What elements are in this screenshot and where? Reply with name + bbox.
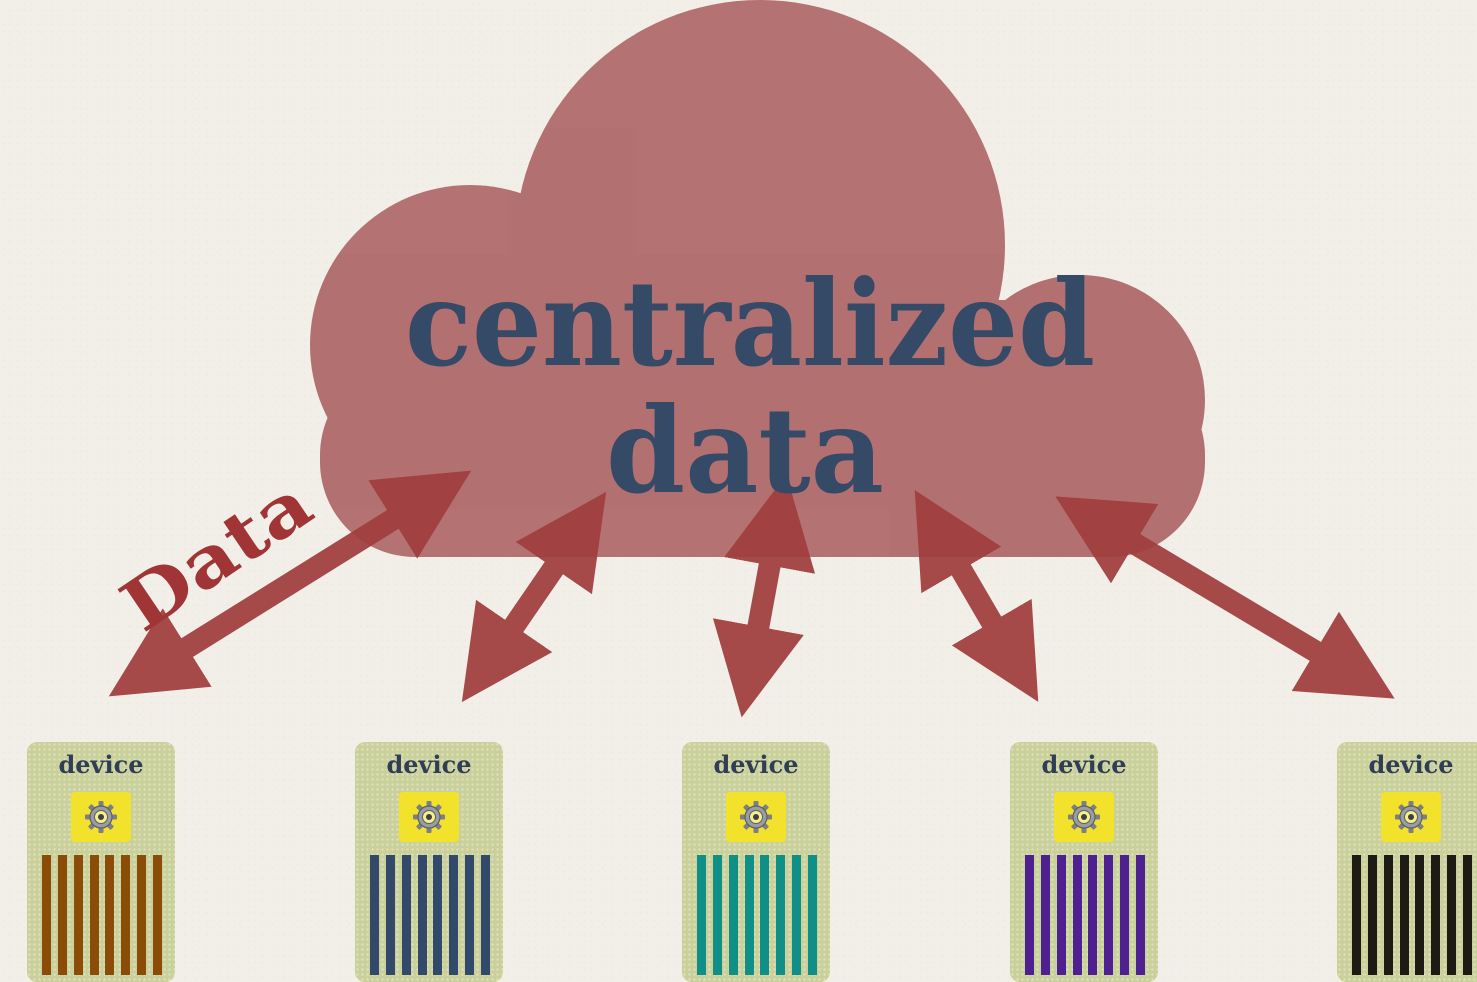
arrow-device-2: [461, 491, 607, 703]
barcode-bar: [792, 855, 802, 975]
barcode-bar: [712, 855, 722, 975]
barcode-bar: [1399, 855, 1409, 975]
cloud-title-line1: centralized: [405, 254, 1095, 393]
device-chip: [1381, 792, 1441, 842]
arrow-device-1: [108, 470, 472, 697]
device-card-2: device: [355, 742, 503, 982]
device-card-5: device: [1337, 742, 1477, 982]
barcode-bar: [1104, 855, 1114, 975]
barcode-bar: [401, 855, 411, 975]
barcode-bar: [1040, 855, 1050, 975]
barcode-bar: [1383, 855, 1393, 975]
barcode-bar: [776, 855, 786, 975]
barcode-bar: [42, 855, 51, 975]
barcode-bar: [385, 855, 395, 975]
barcode-bar: [480, 855, 490, 975]
device-barcode: [42, 855, 162, 975]
barcode-bar: [370, 855, 379, 975]
device-label: device: [1041, 750, 1127, 779]
barcode-bar: [73, 855, 83, 975]
barcode-bar: [121, 855, 131, 975]
device-label: device: [58, 750, 144, 779]
barcode-bar: [1352, 855, 1361, 975]
barcode-bar: [1120, 855, 1130, 975]
barcode-bar: [697, 855, 706, 975]
barcode-bar: [1367, 855, 1377, 975]
barcode-bar: [433, 855, 443, 975]
device-barcode: [1025, 855, 1145, 975]
barcode-bar: [1462, 855, 1472, 975]
arrow-device-3: [712, 474, 816, 718]
barcode-bar: [57, 855, 67, 975]
barcode-bar: [1431, 855, 1441, 975]
device-chip: [726, 792, 786, 842]
arrow-device-4: [914, 490, 1039, 702]
barcode-bar: [105, 855, 115, 975]
barcode-bar: [760, 855, 770, 975]
arrow-device-5: [1055, 496, 1395, 699]
device-label: device: [386, 750, 472, 779]
device-chip: [1054, 792, 1114, 842]
barcode-bar: [728, 855, 738, 975]
barcode-bar: [1415, 855, 1425, 975]
device-barcode: [370, 855, 490, 975]
barcode-bar: [137, 855, 147, 975]
barcode-bar: [1135, 855, 1145, 975]
device-chip: [71, 792, 131, 842]
gear-icon: [1395, 801, 1427, 833]
gear-icon: [85, 801, 117, 833]
barcode-bar: [1025, 855, 1034, 975]
gear-icon: [413, 801, 445, 833]
device-barcode: [1352, 855, 1472, 975]
device-barcode: [697, 855, 817, 975]
gear-icon: [740, 801, 772, 833]
barcode-bar: [449, 855, 459, 975]
gear-icon: [1068, 801, 1100, 833]
device-label: device: [713, 750, 799, 779]
arrows: [108, 470, 1395, 718]
barcode-bar: [1056, 855, 1066, 975]
barcode-bar: [89, 855, 99, 975]
barcode-bar: [807, 855, 817, 975]
barcode-bar: [152, 855, 162, 975]
device-card-3: device: [682, 742, 830, 982]
device-chip: [399, 792, 459, 842]
barcode-bar: [744, 855, 754, 975]
barcode-bar: [1072, 855, 1082, 975]
device-card-1: device: [27, 742, 175, 982]
barcode-bar: [417, 855, 427, 975]
barcode-bar: [1447, 855, 1457, 975]
cloud-title-line2: data: [606, 381, 884, 520]
barcode-bar: [465, 855, 475, 975]
device-card-4: device: [1010, 742, 1158, 982]
device-label: device: [1368, 750, 1454, 779]
barcode-bar: [1088, 855, 1098, 975]
